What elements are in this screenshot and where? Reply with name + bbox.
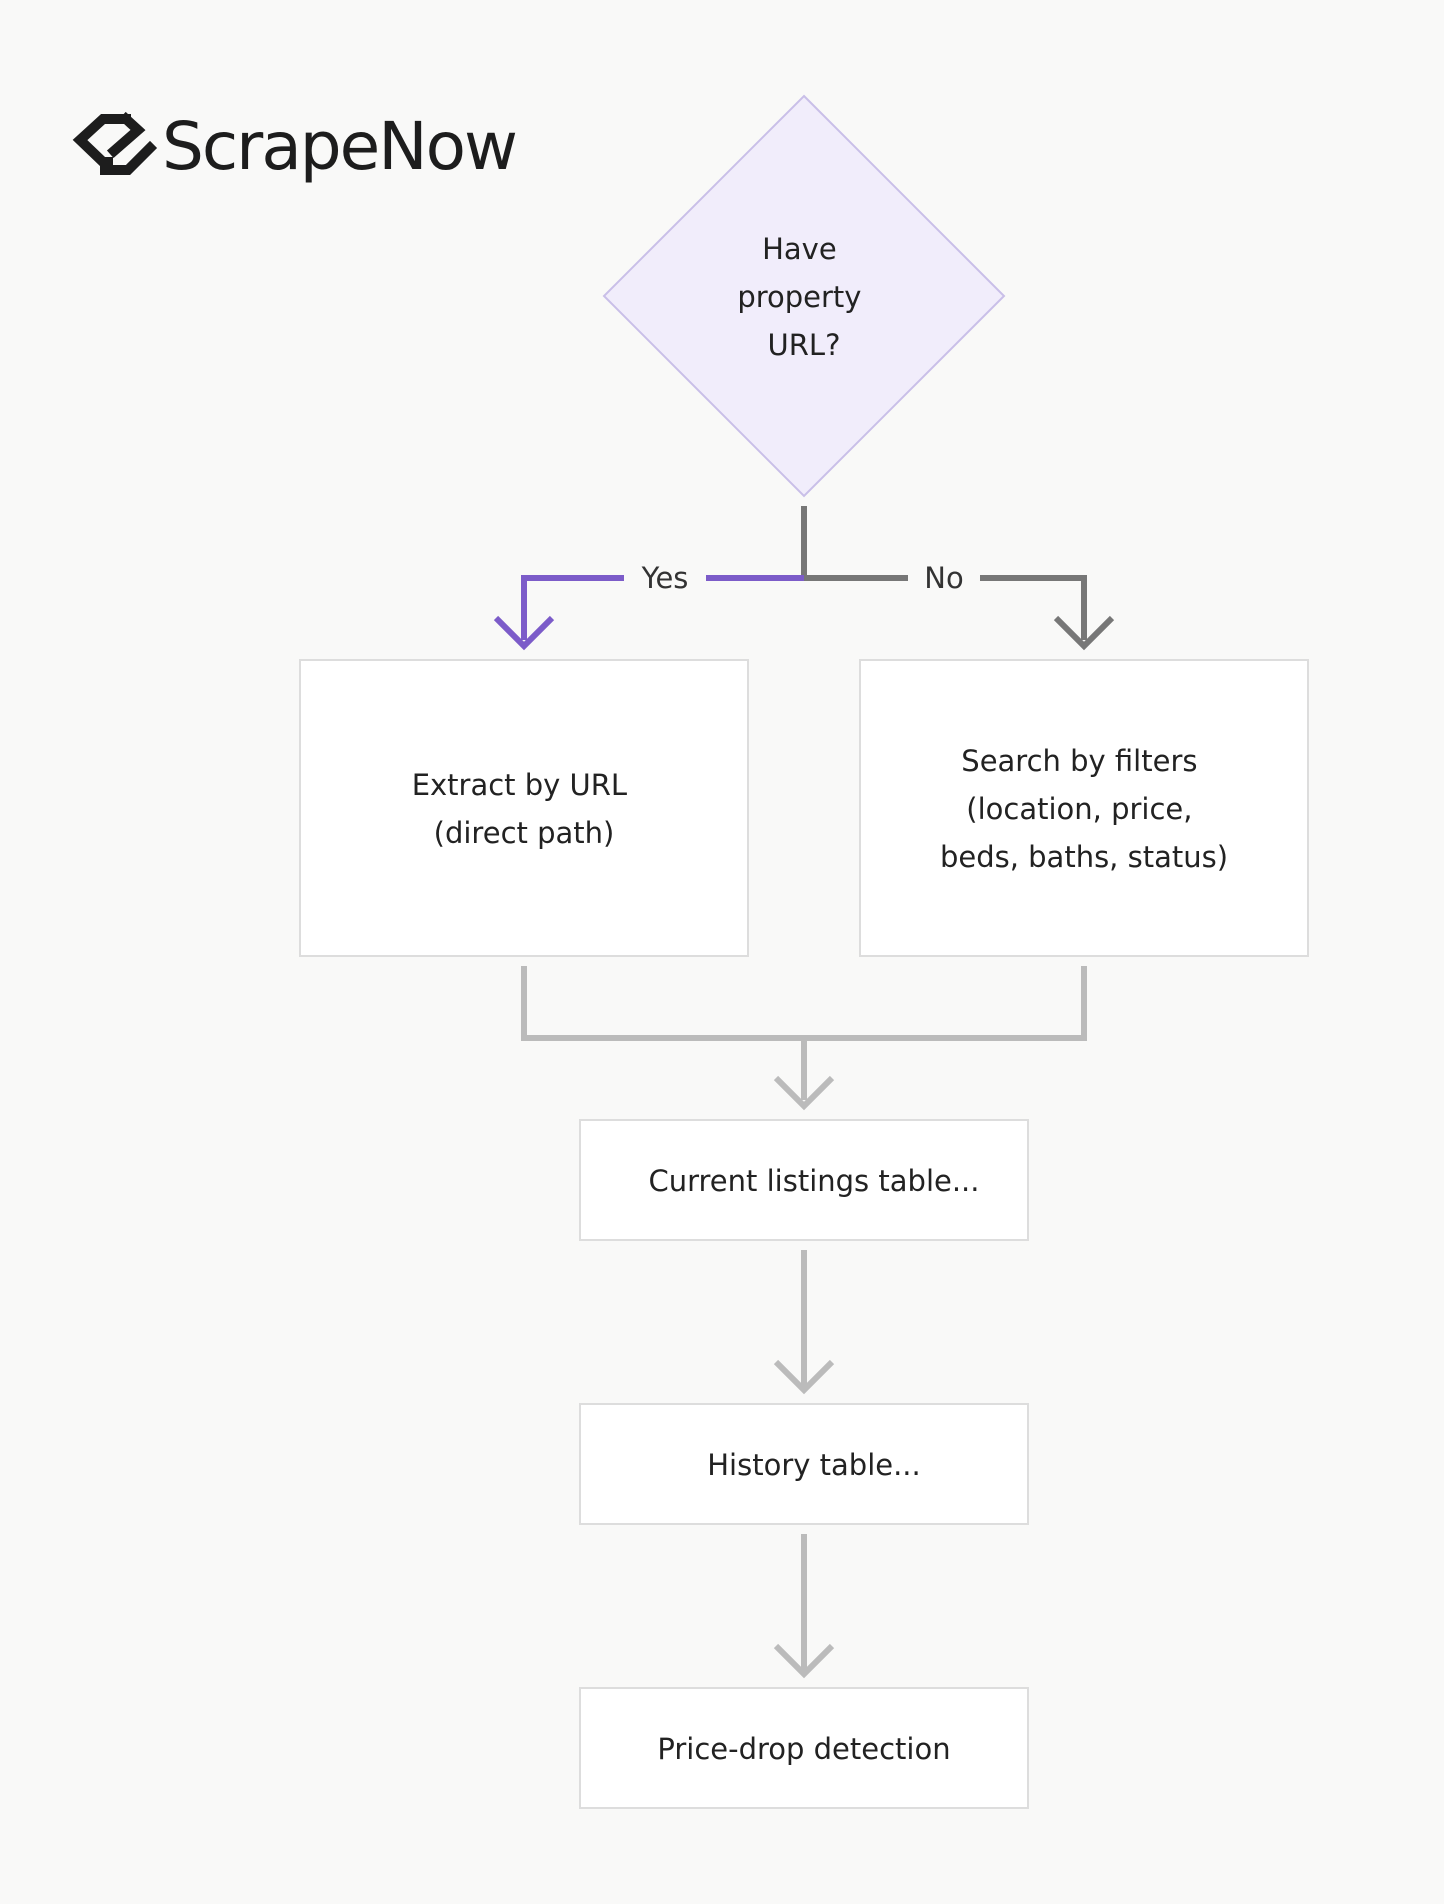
merge-connector: [521, 966, 1087, 1111]
search-by-filters-text: Search by filters (location, price, beds…: [940, 744, 1228, 874]
yes-branch-line-left: [521, 575, 624, 640]
decision-line-3: URL?: [768, 328, 841, 362]
search-by-filters-box: [859, 659, 1309, 957]
extract-by-url-box: [299, 659, 749, 957]
branch-connectors: [493, 506, 1115, 651]
scrapenow-logo-icon: [72, 111, 158, 175]
no-label: No: [924, 561, 963, 595]
yes-label: Yes: [641, 561, 689, 595]
no-branch-line-right: [980, 575, 1087, 640]
search-by-filters-node: Search by filters (location, price, beds…: [859, 659, 1309, 957]
current-listings-node: Current listings table...: [579, 1119, 1029, 1241]
history-arrowhead: [773, 1359, 835, 1395]
current-listings-text: Current listings table...: [648, 1164, 979, 1198]
arrow-to-history: [773, 1250, 835, 1395]
history-node: History table...: [579, 1403, 1029, 1525]
merge-arrowhead: [773, 1075, 835, 1111]
history-box: [579, 1403, 1029, 1525]
history-text: History table...: [707, 1448, 921, 1482]
current-listings-box: [579, 1119, 1029, 1241]
extract-by-url-node: Extract by URL (direct path): [299, 659, 749, 957]
price-drop-node: Price-drop detection: [579, 1687, 1029, 1809]
yes-arrowhead: [493, 615, 555, 651]
decision-line-2: property: [737, 280, 861, 314]
price-drop-box: [579, 1687, 1029, 1809]
decision-node: Have property URL?: [602, 94, 1006, 498]
merge-line: [521, 966, 1087, 1041]
search-line-2: (location, price,: [966, 792, 1192, 826]
arrow-to-price-drop: [773, 1534, 835, 1679]
extract-line-2: (direct path): [434, 816, 615, 850]
no-arrowhead: [1053, 615, 1115, 651]
extract-line-1: Extract by URL: [412, 768, 627, 802]
search-line-3: beds, baths, status): [940, 840, 1228, 874]
price-drop-arrowhead: [773, 1643, 835, 1679]
brand-logo: ScrapeNow: [72, 108, 518, 185]
brand-name: ScrapeNow: [162, 108, 516, 185]
price-drop-text: Price-drop detection: [657, 1732, 950, 1766]
decision-line-1: Have: [762, 232, 837, 266]
decision-diamond: [602, 94, 1006, 498]
decision-text: Have property URL?: [737, 232, 870, 362]
extract-by-url-text: Extract by URL (direct path): [412, 768, 637, 850]
search-line-1: Search by filters: [961, 744, 1197, 778]
